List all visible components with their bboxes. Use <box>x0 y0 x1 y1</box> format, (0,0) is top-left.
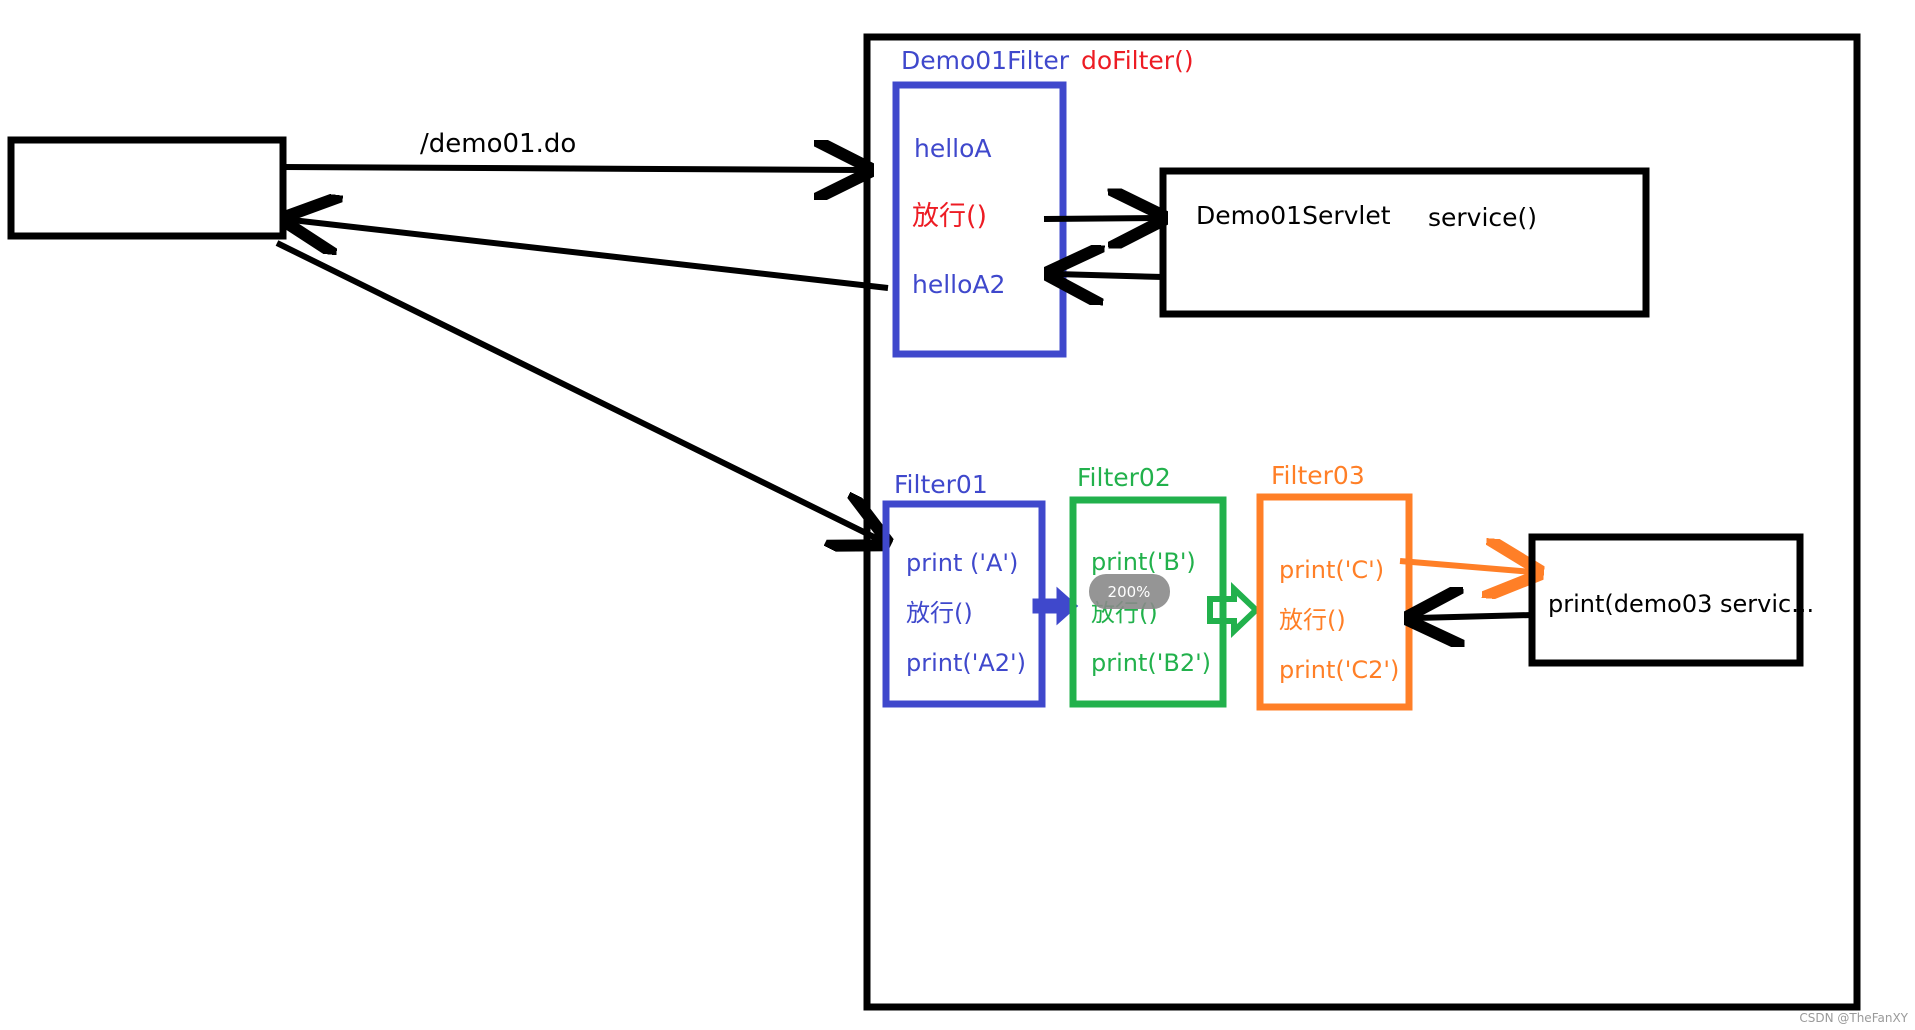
demo01filter-line-2: 放行() <box>912 201 987 232</box>
servlet-method: service() <box>1428 203 1537 232</box>
demo01filter-title: Demo01Filter <box>901 46 1070 75</box>
servlet-name: Demo01Servlet <box>1196 201 1391 230</box>
filter02-line-1: print('B') <box>1091 548 1196 576</box>
filter-to-servlet-arrow <box>1043 218 1156 219</box>
filter03-line-2: 放行() <box>1279 606 1346 634</box>
client-box <box>7 136 287 240</box>
filter01-line-1: print ('A') <box>906 549 1018 577</box>
zoom-badge-text: 200% <box>1108 583 1151 601</box>
client-to-filter01-arrow <box>275 240 880 540</box>
service-to-filter03-arrow <box>1416 615 1533 618</box>
request-arrow <box>282 167 862 170</box>
watermark: CSDN @TheFanXY <box>1799 1011 1908 1025</box>
filter01-line-3: print('A2') <box>906 649 1026 677</box>
demo01filter-line-1: helloA <box>914 134 992 163</box>
demo03-service-text: print(demo03 servic... <box>1548 590 1814 618</box>
zoom-badge <box>1089 574 1170 609</box>
servlet-to-filter-arrow <box>1056 274 1164 277</box>
filter01-line-2: 放行() <box>906 599 973 627</box>
filter02-to-filter03-arrow <box>1207 581 1261 639</box>
filter02-line-3: print('B2') <box>1091 649 1211 677</box>
filter03-line-3: print('C2') <box>1279 656 1399 684</box>
filter01-title: Filter01 <box>894 470 988 499</box>
request-label: /demo01.do <box>420 129 576 159</box>
filter03-line-1: print('C') <box>1279 556 1384 584</box>
demo01filter-line-3: helloA2 <box>912 270 1005 299</box>
filter03-title: Filter03 <box>1271 461 1365 490</box>
demo03-service-box <box>1528 533 1804 667</box>
filter02-title: Filter02 <box>1077 463 1171 492</box>
filter01-to-filter02-arrow <box>1032 586 1079 626</box>
demo01filter-method: doFilter() <box>1081 46 1194 75</box>
server-container <box>863 33 1861 1011</box>
filter03-to-service-arrow <box>1399 561 1532 572</box>
response-arrow <box>292 220 889 291</box>
servlet-box <box>1159 167 1650 318</box>
